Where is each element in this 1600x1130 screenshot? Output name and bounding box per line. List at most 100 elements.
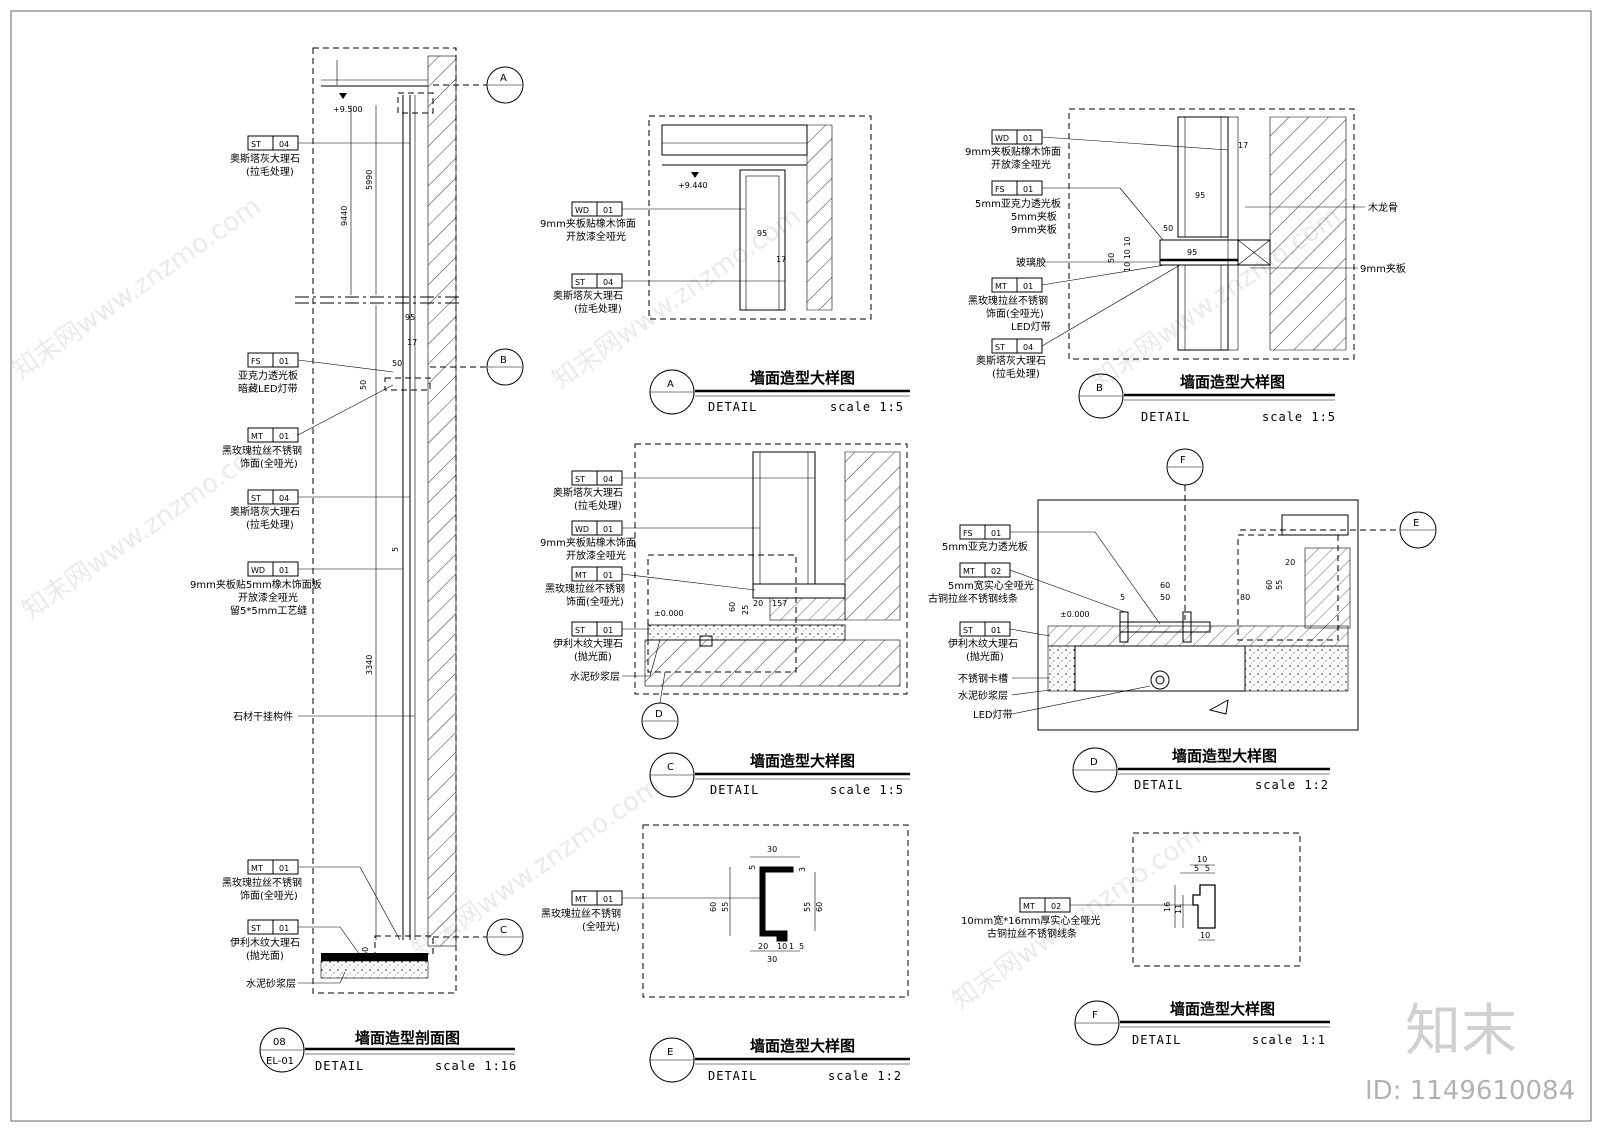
detailD-drawing [1037,499,1359,731]
svg-text:MT: MT [963,567,975,576]
svg-text:E: E [667,1047,673,1058]
svg-text:饰面(全哑光): 饰面(全哑光) [566,595,624,608]
detailF-dim-5a: 5 [1194,864,1199,873]
svg-text:5mm亚克力透光板: 5mm亚克力透光板 [975,197,1061,210]
svg-text:奥斯塔灰大理石: 奥斯塔灰大理石 [553,289,623,302]
dim-17: 17 [407,338,417,347]
detailD-label-clip: 不锈钢卡槽 [958,672,1050,685]
detailA-drawing [648,115,872,320]
svg-text:DETAIL: DETAIL [710,783,759,797]
svg-text:01: 01 [603,895,613,904]
svg-text:ST: ST [251,924,261,933]
detailB-right-labels: 木龙骨 9mm夹板 [1245,201,1406,275]
detailD-level: ±0.000 [1060,610,1090,619]
svg-text:02: 02 [991,567,1001,576]
svg-text:DETAIL: DETAIL [708,400,757,414]
svg-text:04: 04 [1023,343,1033,352]
detailF-dim-5b: 5 [1205,864,1210,873]
detailD-dim-60: 60 [1160,581,1170,590]
detailE-dim-55l: 55 [721,902,730,912]
detailE-drawing [642,824,909,998]
detailD-dim-55: 55 [1275,580,1284,590]
svg-text:墙面造型大样图: 墙面造型大样图 [1180,373,1285,391]
watermark-logo: 知末 [1405,999,1517,1064]
detailE-title-block: E 墙面造型大样图 DETAIL scale 1:2 [649,1037,910,1083]
svg-text:B: B [500,355,507,366]
detailE-dim-60r: 60 [815,902,824,912]
detailB-title-block: B 墙面造型大样图 DETAIL scale 1:5 [1078,373,1335,424]
svg-text:黑玫瑰拉丝不锈钢: 黑玫瑰拉丝不锈钢 [541,907,621,920]
callout-C[interactable]: C [433,918,524,956]
svg-text:9mm夹板贴5mm橡木饰面板: 9mm夹板贴5mm橡木饰面板 [190,578,322,591]
detailD-dim-5: 5 [1120,593,1125,602]
detailE-dim-3: 3 [798,867,807,872]
dim-95: 95 [405,313,415,322]
callout-B[interactable]: B [430,348,524,386]
svg-text:01: 01 [991,626,1001,635]
svg-text:B: B [1096,383,1103,394]
svg-text:FS: FS [251,357,261,366]
detailB-dim-50: 50 [1163,224,1173,233]
svg-text:D: D [655,709,663,720]
svg-text:墙面造型剖面图: 墙面造型剖面图 [355,1029,460,1047]
svg-text:scale 1:5: scale 1:5 [830,783,904,797]
detailA-level: +9.440 [678,181,708,190]
svg-text:石材干挂构件: 石材干挂构件 [233,710,293,723]
detailC-title-block: C 墙面造型大样图 DETAIL scale 1:5 [649,752,910,798]
svg-text:01: 01 [279,864,289,873]
svg-text:ST: ST [995,343,1005,352]
detailD-dim-50: 50 [1160,593,1170,602]
detailB-drawing [1068,108,1355,360]
detailC-dim-20: 20 [753,599,763,608]
detailC-drawing [634,443,908,695]
svg-text:MT: MT [575,571,587,580]
svg-text:伊利木纹大理石: 伊利木纹大理石 [948,637,1018,650]
detailD-label-led: LED灯带 [973,685,1151,721]
svg-text:水泥砂浆层: 水泥砂浆层 [570,670,620,683]
svg-text:黑玫瑰拉丝不锈钢: 黑玫瑰拉丝不锈钢 [222,876,302,889]
svg-text:10mm宽*16mm厚实心全哑光: 10mm宽*16mm厚实心全哑光 [961,914,1100,927]
svg-text:FS: FS [995,185,1005,194]
detailF-title-block: F 墙面造型大样图 DETAIL scale 1:1 [1074,1000,1330,1047]
svg-text:01: 01 [279,566,289,575]
detailB-dim-95b: 95 [1187,248,1197,257]
section-label-anchor: 石材干挂构件 [233,710,415,723]
svg-text:(拉毛处理): (拉毛处理) [992,367,1040,380]
svg-text:08: 08 [273,1037,286,1048]
svg-text:9mm夹板贴橡木饰面: 9mm夹板贴橡木饰面 [965,145,1061,158]
svg-text:古铜拉丝不锈钢线条: 古铜拉丝不锈钢线条 [987,927,1077,940]
callout-A[interactable]: A [433,66,524,104]
svg-text:01: 01 [279,924,289,933]
svg-text:MT: MT [995,282,1007,291]
svg-text:WD: WD [575,206,589,215]
detailE-dim-10: 10 [777,942,787,951]
svg-text:黑玫瑰拉丝不锈钢: 黑玫瑰拉丝不锈钢 [222,444,302,457]
svg-text:不锈钢卡槽: 不锈钢卡槽 [958,672,1008,685]
svg-text:01: 01 [1023,282,1033,291]
svg-text:WD: WD [251,566,265,575]
svg-text:饰面(全哑光): 饰面(全哑光) [240,889,298,902]
svg-text:墙面造型大样图: 墙面造型大样图 [750,1037,855,1055]
callout-D[interactable]: D [641,671,679,740]
callout-E[interactable]: E [1240,511,1437,549]
callout-F[interactable]: F [1166,448,1204,620]
detailF-drawing [1132,832,1301,967]
svg-text:ST: ST [251,494,261,503]
detailE-dim-5b: 5 [799,942,804,951]
svg-text:scale 1:2: scale 1:2 [1255,778,1329,792]
svg-text:01: 01 [603,571,613,580]
svg-text:02: 02 [1051,902,1061,911]
svg-text:MT: MT [251,864,263,873]
svg-text:木龙骨: 木龙骨 [1368,201,1398,214]
svg-text:(拉毛处理): (拉毛处理) [246,165,294,178]
dim-5990: 5990 [365,170,374,190]
svg-text:LED灯带: LED灯带 [973,709,1013,721]
svg-text:墙面造型大样图: 墙面造型大样图 [750,369,855,387]
